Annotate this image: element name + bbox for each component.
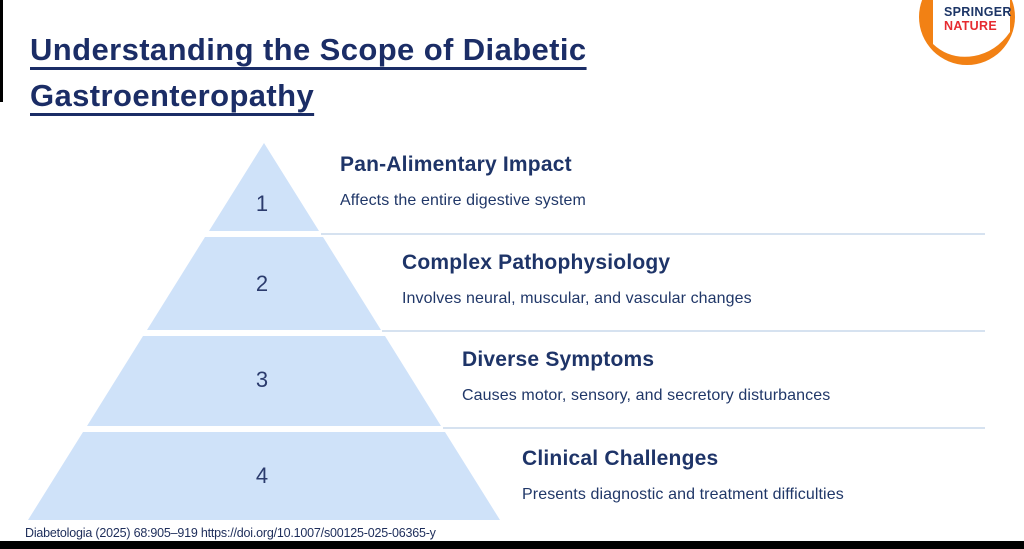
pyramid-level-1-number: 1 — [255, 191, 269, 216]
pyramid-level-4-shape — [28, 432, 500, 520]
level-1-text-block: Pan-Alimentary Impact Affects the entire… — [340, 153, 586, 211]
springer-nature-logo-icon: SPRINGER NATURE — [919, 0, 1015, 65]
level-4-subtitle: Presents diagnostic and treatment diffic… — [522, 486, 844, 503]
logo-word-nature: NATURE — [944, 19, 997, 33]
pyramid-level-2-shape — [147, 237, 381, 330]
level-2-heading: Complex Pathophysiology — [402, 251, 671, 274]
left-edge-artifact — [0, 0, 3, 102]
level-3-subtitle: Causes motor, sensory, and secretory dis… — [462, 387, 831, 404]
page-title: Understanding the Scope of Diabetic Gast… — [30, 27, 587, 119]
level-1-heading: Pan-Alimentary Impact — [340, 153, 572, 176]
pyramid-level-3-shape — [87, 336, 441, 426]
level-3-heading: Diverse Symptoms — [462, 348, 655, 371]
level-2-subtitle: Involves neural, muscular, and vascular … — [402, 290, 752, 307]
page-title-line2: Gastroenteropathy — [30, 77, 315, 113]
level-2-text-block: Complex Pathophysiology Involves neural,… — [402, 251, 752, 309]
level-1-subtitle: Affects the entire digestive system — [340, 192, 586, 209]
level-4-heading: Clinical Challenges — [522, 447, 719, 470]
bottom-edge-artifact — [0, 541, 1024, 549]
pyramid-level-1-shape — [209, 143, 319, 231]
level-3-text-block: Diverse Symptoms Causes motor, sensory, … — [462, 348, 830, 406]
pyramid-level-2-number: 2 — [255, 271, 269, 296]
pyramid-level-4-number: 4 — [255, 463, 269, 488]
citation-text: Diabetologia (2025) 68:905–919 https://d… — [25, 526, 436, 540]
level-4-text-block: Clinical Challenges Presents diagnostic … — [522, 447, 844, 505]
page-title-line1: Understanding the Scope of Diabetic — [30, 31, 587, 67]
logo-white-inner — [933, 0, 1010, 57]
pyramid-level-3-number: 3 — [255, 367, 269, 392]
logo-word-springer: SPRINGER — [944, 5, 1012, 19]
